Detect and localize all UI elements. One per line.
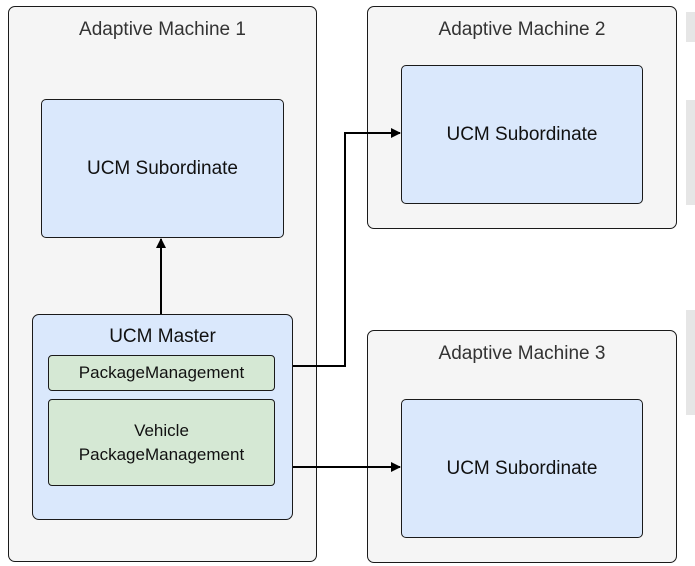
adaptive-machine-2-title: Adaptive Machine 2 (438, 19, 606, 40)
page-edge-strip-lower (686, 310, 695, 415)
vehicle-package-management-line-2: PackageManagement (78, 444, 245, 464)
package-management[interactable]: PackageManagement (48, 355, 275, 391)
vehicle-package-management-line-1: Vehicle (134, 420, 189, 440)
ucm-subordinate-machine-2[interactable]: UCM Subordinate (401, 65, 643, 204)
vehicle-package-management[interactable]: Vehicle PackageManagement (48, 399, 275, 486)
adaptive-machine-1-title: Adaptive Machine 1 (79, 19, 246, 40)
page-edge-strip-top (686, 12, 695, 42)
ucm-subordinate-machine-1[interactable]: UCM Subordinate (41, 99, 284, 238)
adaptive-machine-3-title: Adaptive Machine 3 (438, 343, 606, 364)
ucm-master-title: UCM Master (109, 326, 216, 347)
ucm-subordinate-machine-3[interactable]: UCM Subordinate (401, 399, 643, 538)
page-edge-strip-middle (686, 100, 695, 205)
